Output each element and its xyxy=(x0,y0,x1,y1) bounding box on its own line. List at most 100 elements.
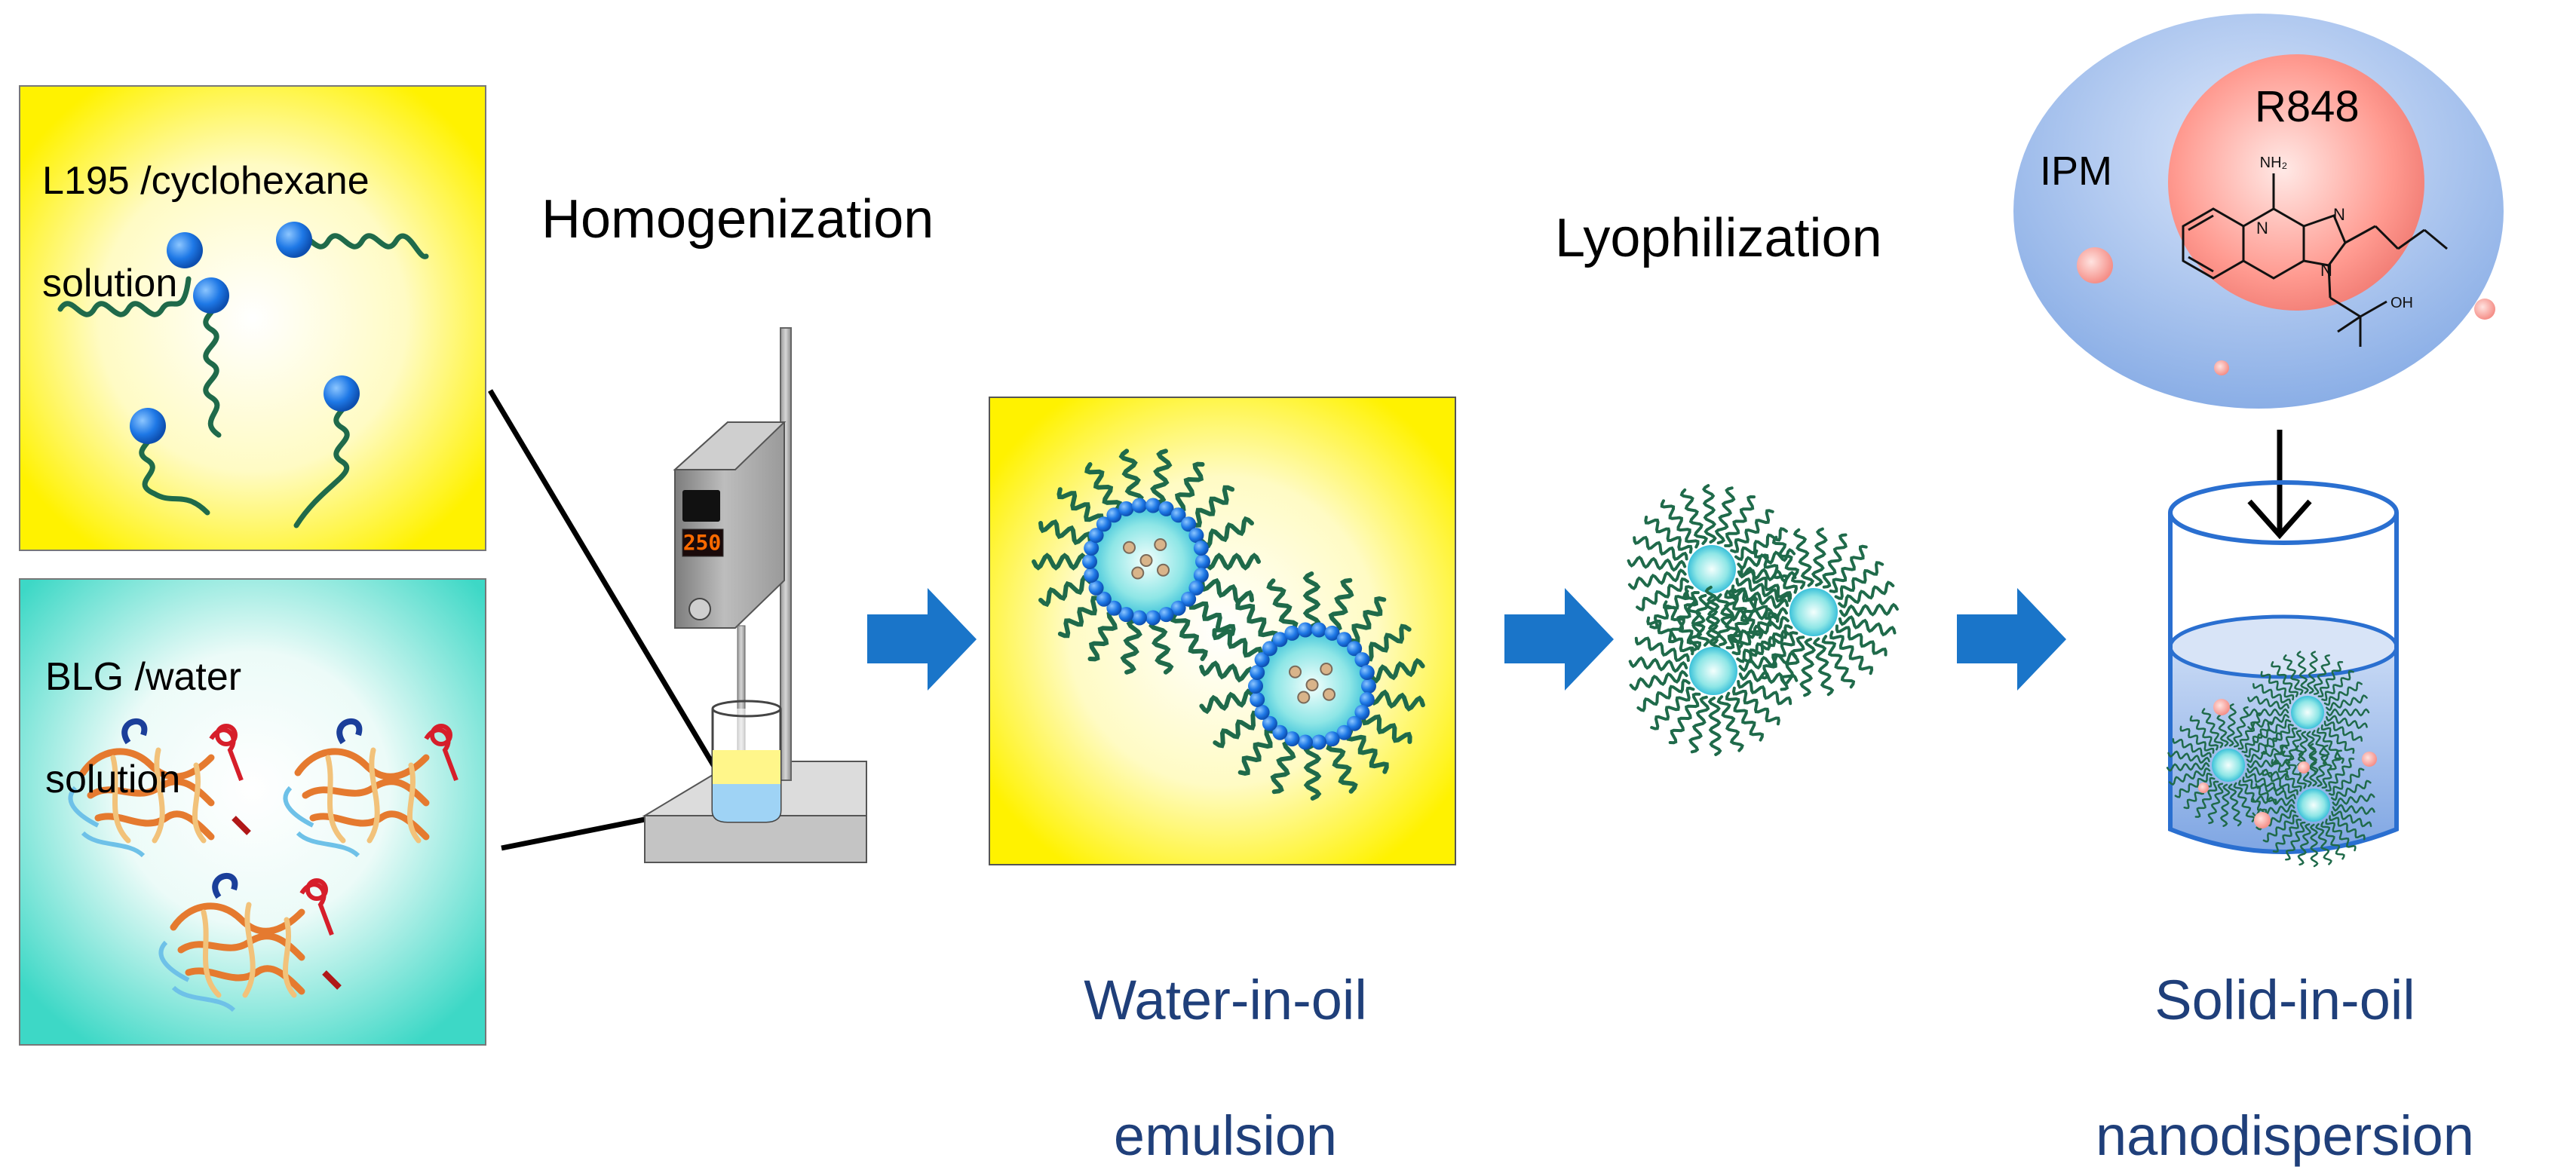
polymer-tail xyxy=(2252,804,2295,817)
polymer-tail xyxy=(2260,671,2295,701)
polymer-tail xyxy=(1707,696,1722,756)
surfactant-head xyxy=(1193,567,1209,583)
polymer-tail xyxy=(1173,461,1205,513)
polymer-tail xyxy=(2237,712,2262,750)
polymer-tail xyxy=(1737,679,1792,706)
nanodispersion-caption-line1: Solid-in-oil xyxy=(2154,969,2415,1031)
lyophilization-label: Lyophilization xyxy=(1555,208,1882,268)
surfactant-head xyxy=(1284,625,1300,641)
polymer-tail xyxy=(1189,485,1235,528)
diagram-canvas: 250 xyxy=(19,14,2504,1167)
polymer-tail xyxy=(1266,578,1299,632)
polymer-tail xyxy=(2255,783,2296,800)
polymer-tail xyxy=(2325,818,2357,852)
surfactant-head xyxy=(1188,580,1204,596)
surfactant-head xyxy=(1170,600,1186,616)
polymer-tail xyxy=(2320,821,2345,860)
polymer-tail xyxy=(2282,750,2307,789)
surfactant-head xyxy=(1262,715,1277,731)
surfactant-head xyxy=(1324,625,1340,641)
polymer-tail xyxy=(1663,600,1702,651)
polymer-tail xyxy=(2172,738,2212,758)
polymer-tail xyxy=(2271,758,2302,792)
polymer-tail xyxy=(1821,635,1856,689)
polymer-tail xyxy=(2262,814,2299,843)
surfactant-head xyxy=(1096,516,1112,532)
polymer-tail xyxy=(1629,669,1688,691)
polymer-tail xyxy=(1057,596,1103,639)
polymer-tail xyxy=(2321,749,2342,789)
protein-structure xyxy=(158,873,342,1012)
polymer-tail xyxy=(1087,611,1119,662)
nanodispersion-caption: Solid-in-oil nanodispersion xyxy=(2059,899,2511,1170)
surfactant-head xyxy=(1188,528,1204,544)
droplet-core xyxy=(1688,545,1736,593)
polymer-tail xyxy=(2207,783,2224,825)
homogenizer-display: 250 xyxy=(683,530,722,555)
polymer-tail xyxy=(2283,654,2304,695)
polymer-chain xyxy=(57,276,192,317)
surfactant-head xyxy=(1272,724,1288,740)
polymer-tail xyxy=(1148,617,1174,675)
polymer-tail xyxy=(2331,810,2372,828)
polymer-tail xyxy=(2245,708,2289,717)
l195-panel-title: L195 /cyclohexane solution xyxy=(42,104,370,309)
protein-dot xyxy=(1131,566,1145,580)
polymer-tail xyxy=(1679,488,1709,545)
polymer-tail xyxy=(1724,495,1756,548)
polymer-tail xyxy=(1829,630,1874,675)
polymer-tail xyxy=(1812,637,1835,697)
polymer-tail xyxy=(1368,657,1425,684)
polymer-tail xyxy=(1822,533,1848,589)
protein-dot xyxy=(1323,688,1336,701)
protein-dot xyxy=(1297,691,1311,704)
polymer-tail xyxy=(2271,661,2298,697)
polymer-tail xyxy=(2233,706,2249,748)
surfactant-head xyxy=(1181,591,1197,607)
beaker xyxy=(2166,480,2399,868)
blg-panel xyxy=(19,578,486,1046)
polymer-tail xyxy=(1734,527,1788,562)
polymer-tail xyxy=(2272,818,2302,853)
polymer-tail xyxy=(1792,528,1815,587)
lyophilized-particles xyxy=(1627,484,1899,756)
polymer-tail xyxy=(1688,695,1710,754)
l195-panel xyxy=(19,85,486,551)
polymer-tail xyxy=(2252,795,2295,807)
polymer-tail xyxy=(1346,729,1389,774)
surfactant-head xyxy=(1084,541,1099,556)
droplet-core xyxy=(2291,696,2324,729)
drug-particle xyxy=(2362,752,2377,767)
surfactant-head xyxy=(1347,715,1363,731)
polymer-tail xyxy=(1753,549,1799,594)
polymer-tail xyxy=(2284,730,2302,770)
polymer-tail xyxy=(1361,713,1412,744)
polymer-tail xyxy=(1084,462,1122,513)
polymer-tail xyxy=(1348,596,1387,644)
polymer-tail xyxy=(1660,499,1700,549)
surfactant-head xyxy=(1359,665,1375,681)
polymer-tail xyxy=(1150,449,1173,506)
polymer-tail xyxy=(1270,740,1296,795)
polymer-tail xyxy=(1716,588,1738,647)
polymer-tail xyxy=(1212,628,1263,659)
surfactant-head xyxy=(1297,734,1313,750)
polymer-tail xyxy=(1636,678,1691,712)
polymer-tail xyxy=(1725,691,1764,742)
emulsion-caption-line2: emulsion xyxy=(1113,1104,1338,1167)
protein-dot xyxy=(1289,665,1302,678)
polymer-tail xyxy=(2201,708,2224,749)
surfactant-head xyxy=(1181,516,1197,532)
polymer-tail xyxy=(1731,611,1777,656)
surfactant-head xyxy=(1195,554,1210,569)
polymer-tail xyxy=(2323,720,2363,742)
polymer-chain xyxy=(203,292,222,438)
surfactant-head xyxy=(1336,632,1352,648)
surfactant-head xyxy=(1262,641,1277,657)
emulsion-panel xyxy=(989,397,1456,865)
surfactant-head xyxy=(1359,691,1375,707)
polymer-tail xyxy=(2183,776,2216,810)
polymer-tail xyxy=(2297,823,2312,866)
water-droplet xyxy=(1199,571,1425,801)
polymer-tail xyxy=(1634,636,1690,663)
